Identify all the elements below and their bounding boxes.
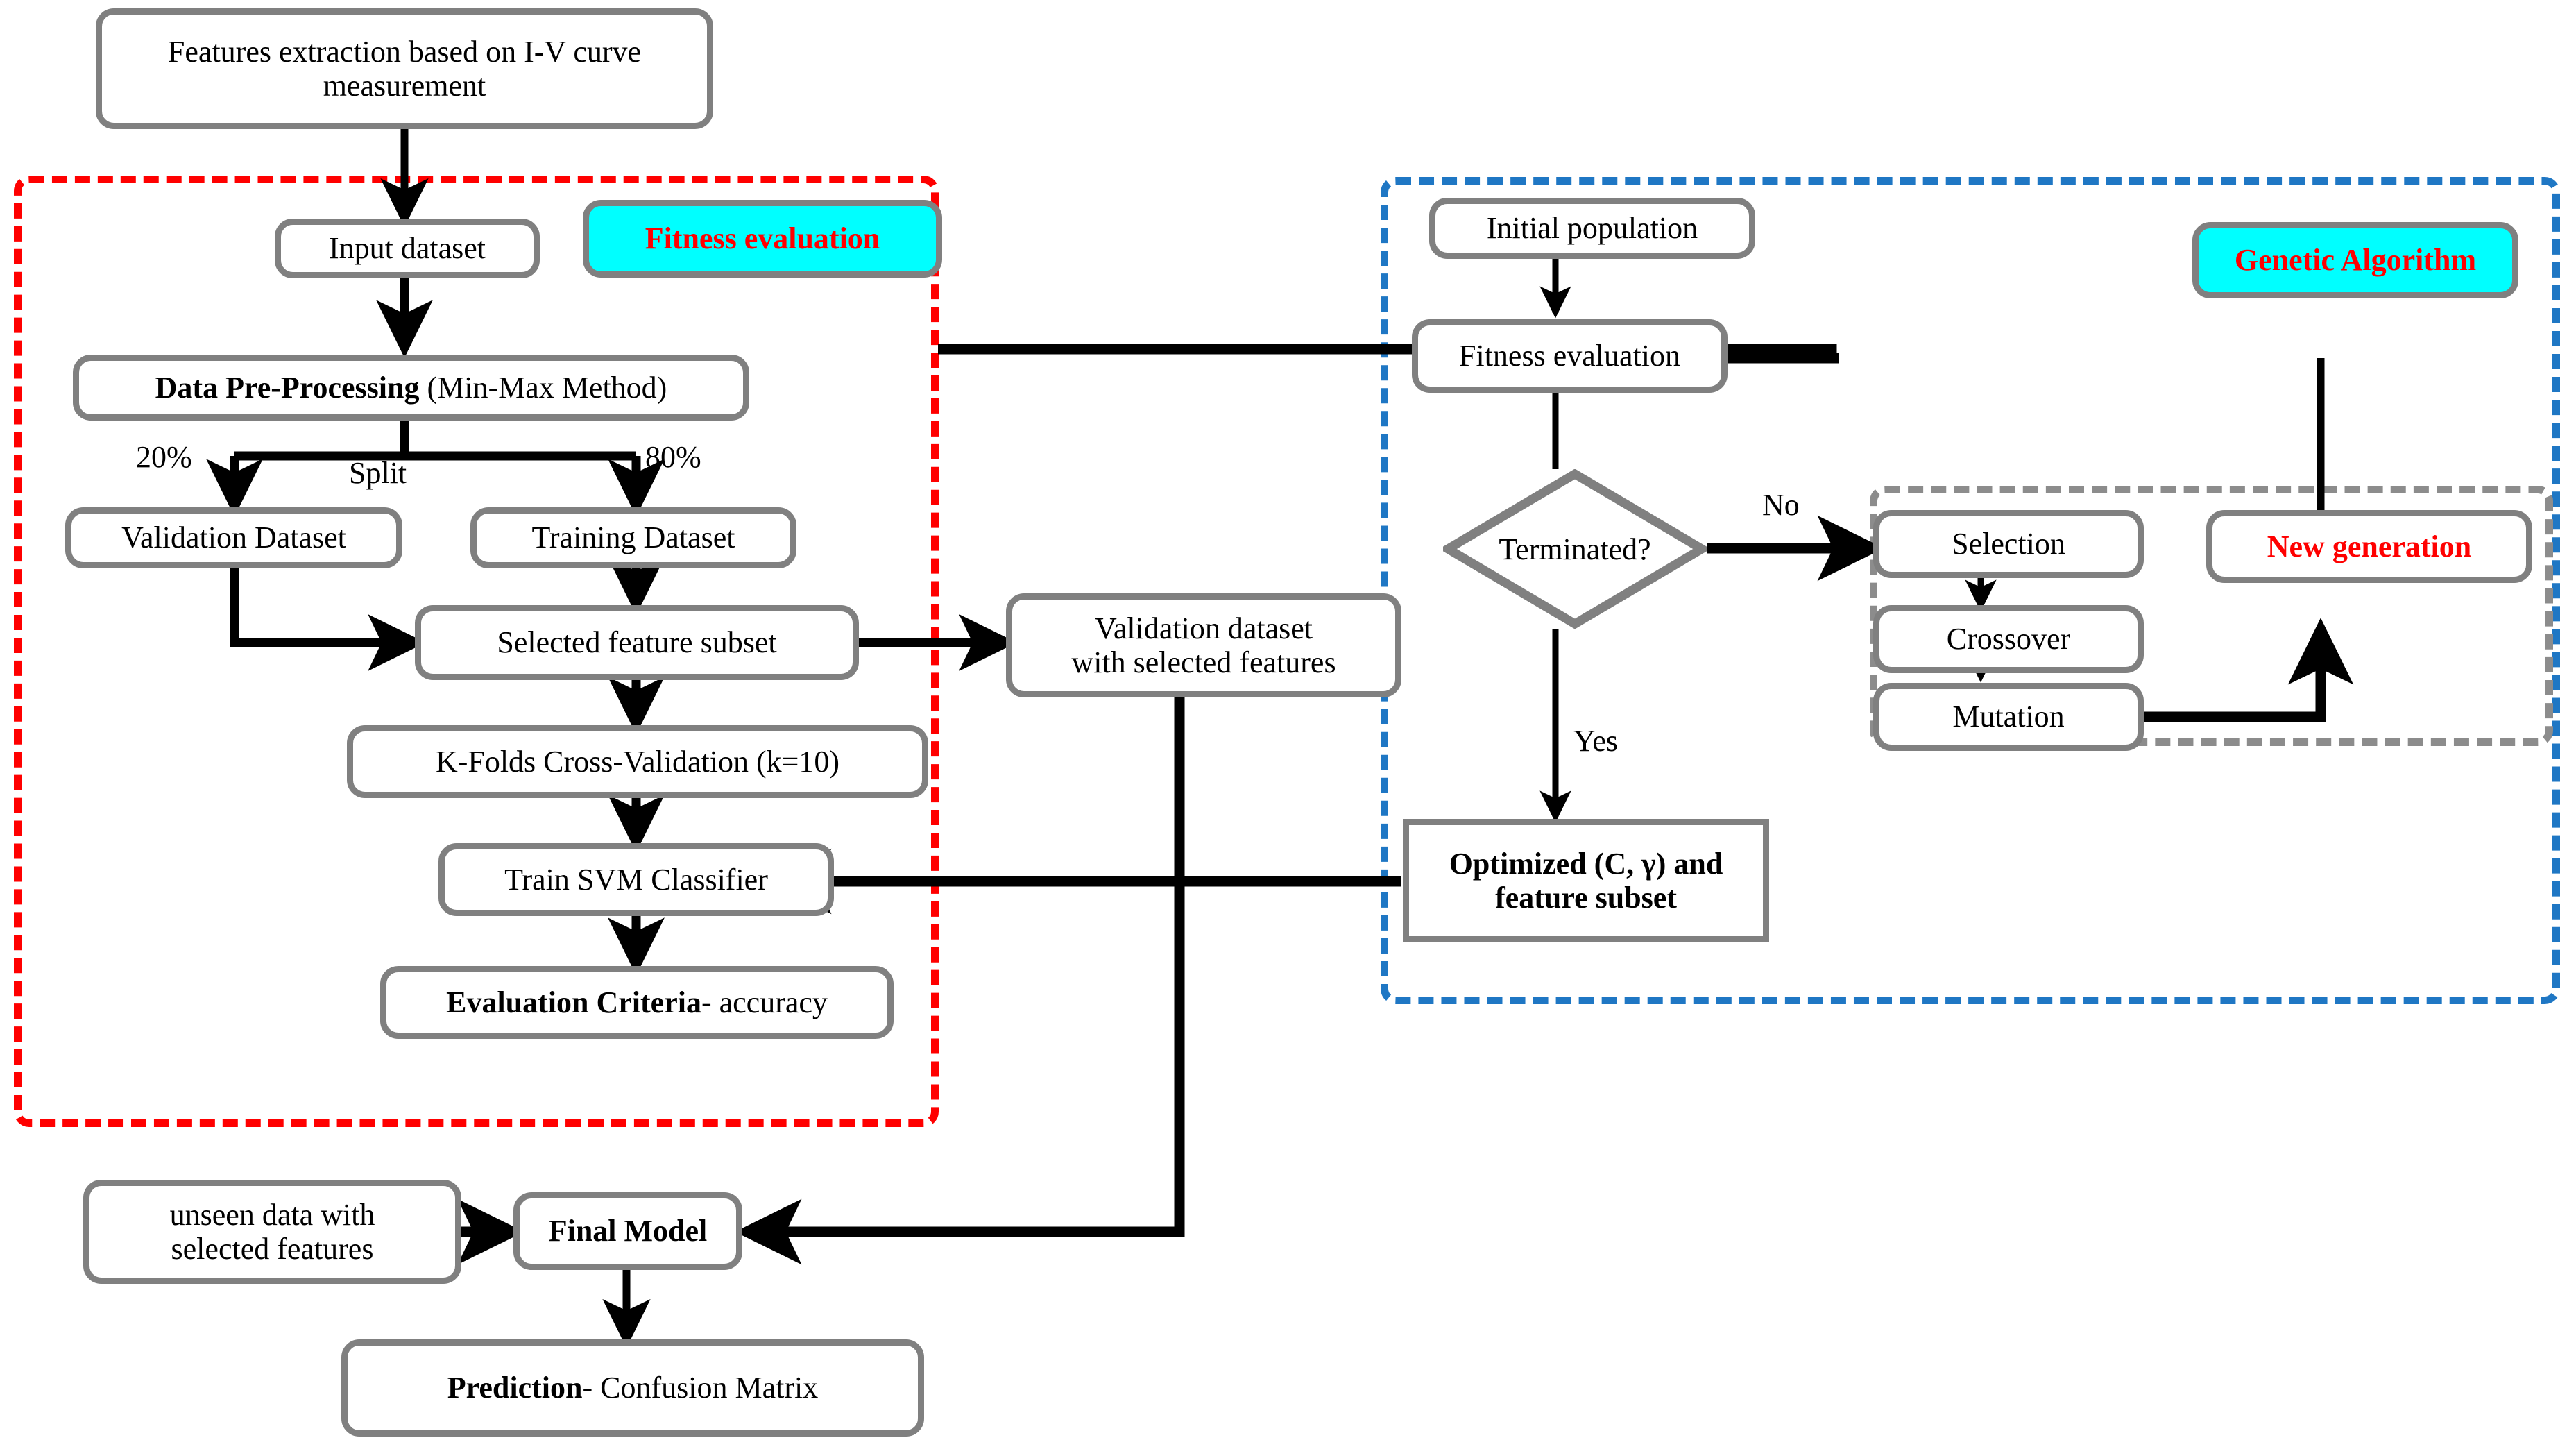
node-validation-dataset[interactable]: Validation Dataset [65, 507, 402, 568]
node-train-svm-classifier[interactable]: Train SVM Classifier [438, 843, 834, 916]
node-label: Input dataset [328, 231, 486, 266]
node-crossover[interactable]: Crossover [1873, 605, 2144, 673]
node-genetic-algorithm-badge[interactable]: Genetic Algorithm [2192, 222, 2518, 298]
genetic-algorithm-group-frame [1381, 177, 2560, 1004]
node-final-model[interactable]: Final Model [513, 1192, 742, 1270]
node-training-dataset[interactable]: Training Dataset [470, 507, 796, 568]
edge-label-split: Split [349, 456, 407, 490]
edge-label-80-percent: 80% [645, 440, 701, 474]
node-label: Terminated? [1499, 532, 1651, 566]
node-label: Selection [1952, 527, 2065, 561]
node-terminated-decision[interactable]: Terminated? [1443, 469, 1707, 629]
node-label: Training Dataset [531, 520, 735, 555]
node-label: Mutation [1952, 700, 2065, 734]
ga-operators-group-frame [1870, 486, 2553, 746]
node-label: Train SVM Classifier [504, 862, 768, 897]
diamond-shape [1443, 469, 1707, 629]
node-label: Prediction- Confusion Matrix [447, 1371, 819, 1405]
node-selection[interactable]: Selection [1873, 510, 2144, 578]
node-label: Evaluation Criteria- accuracy [446, 985, 828, 1019]
node-label: Data Pre-Processing (Min-Max Method) [155, 370, 667, 405]
node-label: Initial population [1486, 211, 1698, 246]
fitness-evaluation-group-frame [14, 176, 939, 1127]
node-fitness-evaluation[interactable]: Fitness evaluation [1412, 319, 1728, 393]
node-fitness-evaluation-badge[interactable]: Fitness evaluation [583, 200, 942, 278]
edge-label-yes: Yes [1573, 724, 1619, 758]
node-label: Crossover [1946, 622, 2071, 656]
node-input-dataset[interactable]: Input dataset [275, 219, 540, 278]
node-selected-feature-subset[interactable]: Selected feature subset [415, 605, 859, 680]
edge-label-no: No [1762, 488, 1800, 522]
edge-label-20-percent: 20% [136, 440, 192, 474]
node-new-generation[interactable]: New generation [2206, 510, 2532, 583]
node-kfold-cross-validation[interactable]: K-Folds Cross-Validation (k=10) [347, 725, 928, 798]
node-label: Selected feature subset [497, 625, 777, 660]
badge-label: Fitness evaluation [645, 221, 880, 256]
node-label: Validation Dataset [121, 520, 346, 555]
node-data-preprocessing[interactable]: Data Pre-Processing (Min-Max Method) [73, 355, 749, 421]
node-label: Final Model [548, 1214, 708, 1248]
node-label: K-Folds Cross-Validation (k=10) [435, 744, 840, 779]
node-label: Fitness evaluation [1459, 339, 1680, 373]
node-label: New generation [2267, 529, 2472, 564]
node-prediction[interactable]: Prediction- Confusion Matrix [341, 1339, 924, 1437]
badge-label: Genetic Algorithm [2234, 243, 2477, 278]
node-mutation[interactable]: Mutation [1873, 683, 2144, 751]
node-initial-population[interactable]: Initial population [1429, 198, 1755, 259]
node-evaluation-criteria[interactable]: Evaluation Criteria- accuracy [380, 966, 894, 1039]
